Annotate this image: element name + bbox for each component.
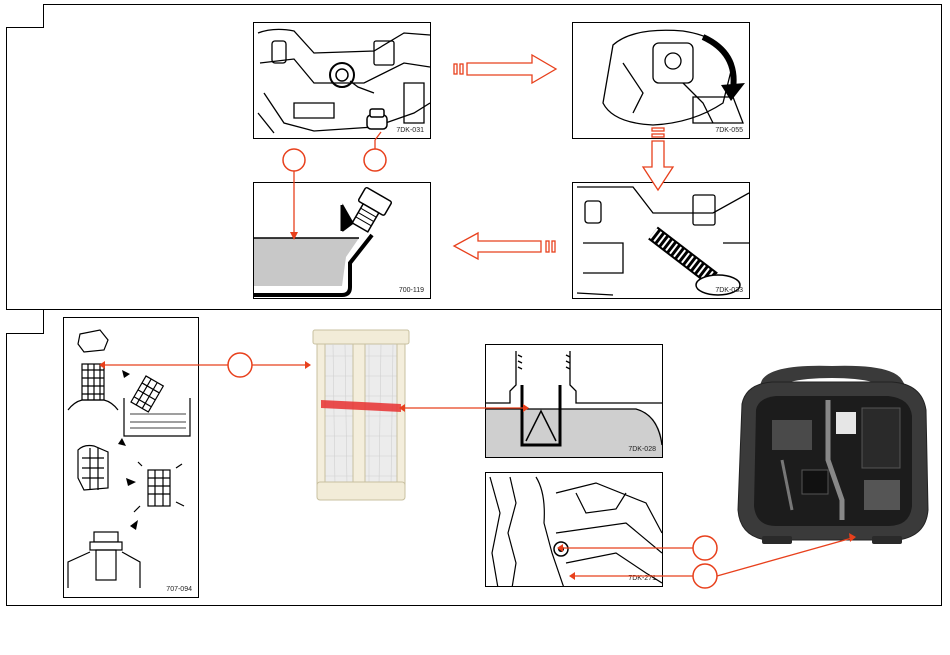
panel-strainer-cleaning: 707-094 xyxy=(63,317,199,598)
panel-strainer-in-tank: 7DK-028 xyxy=(485,344,663,458)
panel-strainer-screw: 7DK-271 xyxy=(485,472,663,587)
drain-hose-illustration xyxy=(573,183,750,299)
panel-drain-plug-location: 7DK-031 xyxy=(253,22,431,139)
panel-oil-level: 700-119 xyxy=(253,182,431,299)
oil-level-illustration xyxy=(254,183,431,299)
section-1-tab xyxy=(6,4,44,28)
arrow-icon xyxy=(122,370,130,378)
figure-code: 7DK-033 xyxy=(715,287,743,294)
section-divider xyxy=(6,309,942,310)
figure-code: 7DK-271 xyxy=(628,575,656,582)
fuel-strainer-photo xyxy=(305,326,417,504)
strainer-in-tank-illustration xyxy=(486,345,663,458)
arrow-down-icon xyxy=(342,205,352,231)
section-2-tab xyxy=(6,310,44,334)
generator-photo xyxy=(732,360,932,550)
oil-fill xyxy=(254,238,359,286)
figure-code: 7DK-031 xyxy=(396,127,424,134)
filler-plug-icon xyxy=(347,187,392,235)
strainer-screw-illustration xyxy=(486,473,663,587)
panel-drain-hose: 7DK-033 xyxy=(572,182,750,299)
drain-plug-icon xyxy=(367,109,387,129)
figure-code: 7DK-055 xyxy=(715,127,743,134)
figure-code: 707-094 xyxy=(166,586,192,593)
strainer-cleaning-illustration xyxy=(64,318,199,598)
figure-code: 7DK-028 xyxy=(628,446,656,453)
tilt-generator-illustration xyxy=(573,23,750,139)
panel-tilt-generator: 7DK-055 xyxy=(572,22,750,139)
drain-plug-illustration xyxy=(254,23,431,139)
figure-code: 700-119 xyxy=(399,287,424,294)
